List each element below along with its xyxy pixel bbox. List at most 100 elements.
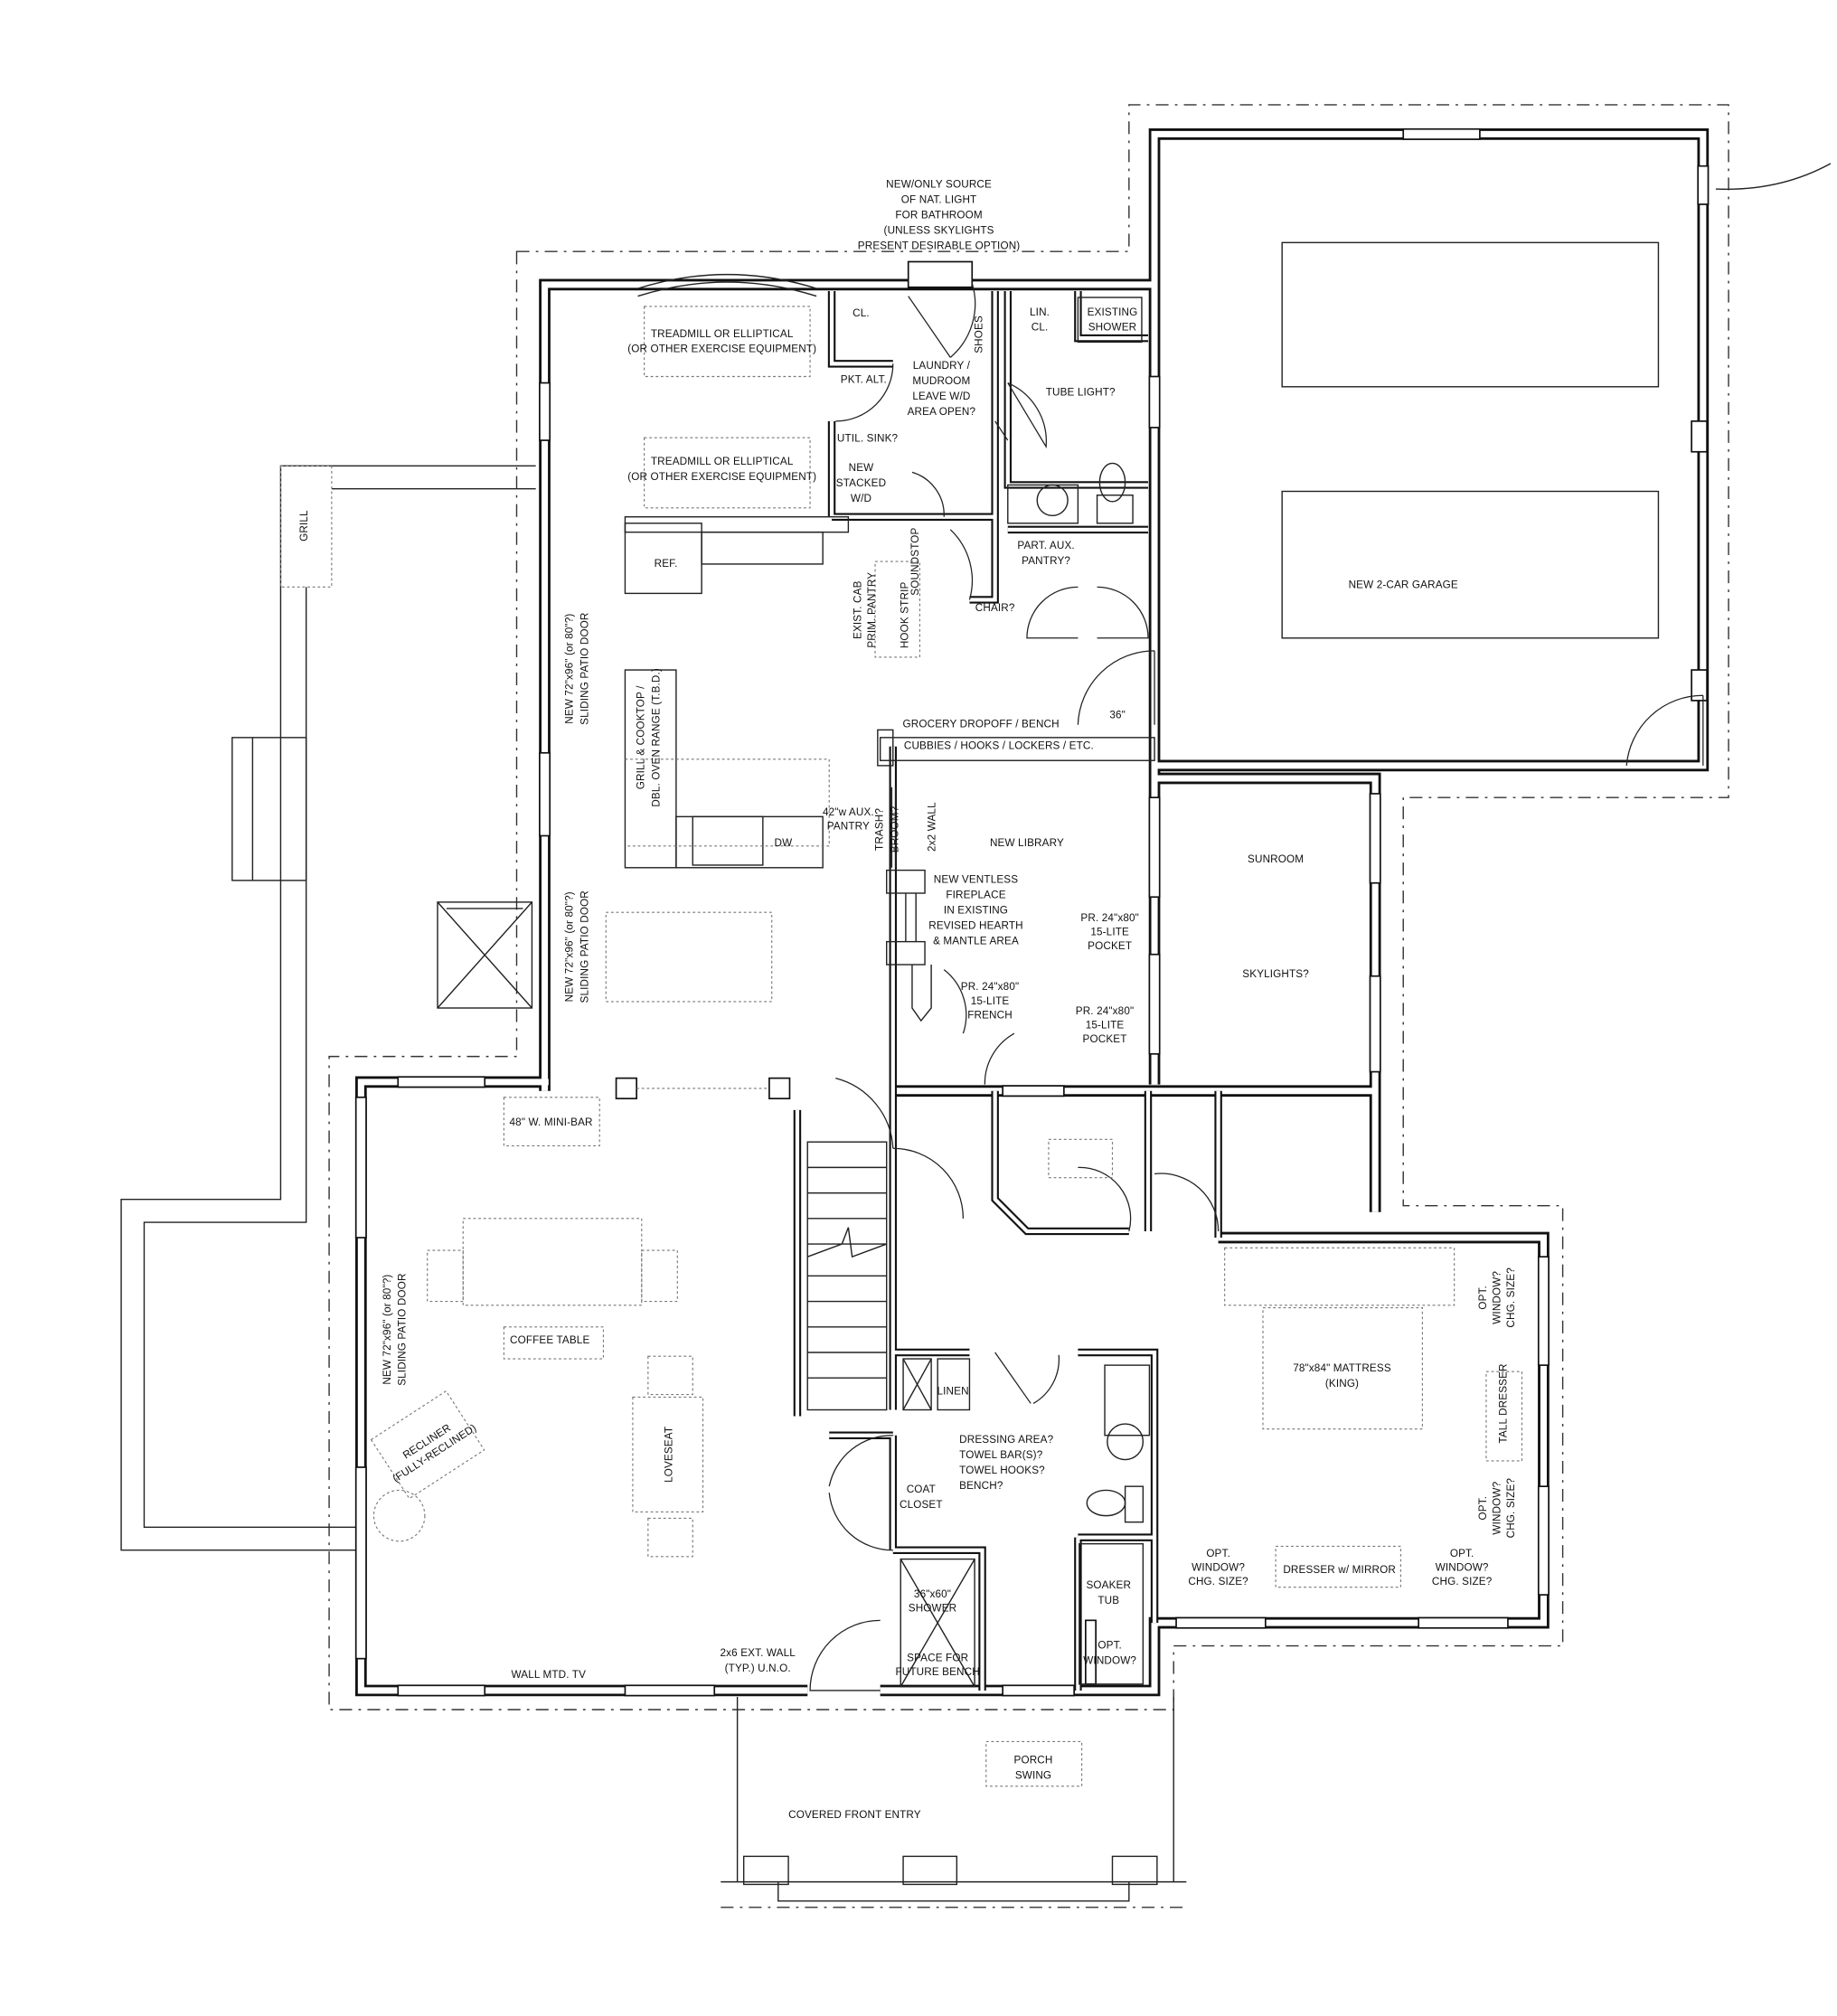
label-line: W/D — [851, 493, 871, 504]
label-opt-window-r1: OPT.WINDOW?CHG. SIZE? — [1477, 1267, 1517, 1328]
label-line: WINDOW? — [1436, 1561, 1489, 1573]
label-line: SPACE FOR — [907, 1652, 968, 1663]
label-line: CUBBIES / HOOKS / LOCKERS / ETC. — [904, 740, 1094, 752]
label-line: SLIDING PATIO DOOR — [579, 890, 591, 1003]
label-future-bench: SPACE FOR FUTURE BENCH — [895, 1652, 979, 1678]
label-line: PR. 24"x80" — [961, 981, 1020, 993]
label-line: COFFEE TABLE — [510, 1334, 589, 1346]
label-line: CL. — [853, 307, 870, 319]
label-line: OPT. — [1206, 1548, 1230, 1559]
label-line: 42"w AUX. — [823, 806, 874, 818]
label-line: BENCH? — [959, 1480, 1003, 1492]
label-line: CHG. SIZE? — [1432, 1576, 1493, 1587]
label-line: NEW — [849, 462, 874, 474]
doors — [809, 283, 1704, 1691]
label-util-sink: UTIL. SINK? — [837, 432, 899, 444]
label-line: (UNLESS SKYLIGHTS — [884, 224, 994, 236]
label-line: SHOWER — [1088, 322, 1137, 334]
label-pkt-alt: PKT. ALT. — [841, 374, 887, 386]
label-line: (OR OTHER EXERCISE EQUIPMENT) — [627, 344, 816, 355]
label-shoes: SHOES — [974, 316, 985, 353]
label-line: OPT. — [1097, 1639, 1122, 1651]
label-line: NEW 72"x96" (or 80"?) — [382, 1275, 393, 1385]
label-line: PR. 24"x80" — [1080, 912, 1139, 924]
label-shower: 36"x60"SHOWER — [909, 1588, 957, 1615]
label-line: DBL. OVEN RANGE (T.B.D.) — [651, 668, 663, 807]
label-line: PRESENT DESIRABLE OPTION) — [858, 240, 1021, 251]
label-skylights: SKYLIGHTS? — [1242, 968, 1309, 980]
furniture — [370, 306, 1523, 1787]
label-line: DRESSER w/ MIRROR — [1283, 1564, 1396, 1576]
label-line: DW — [775, 837, 793, 849]
label-line: DRESSING AREA? — [959, 1434, 1053, 1446]
label-line: SLIDING PATIO DOOR — [397, 1273, 409, 1385]
label-soundstop: SOUNDSTOP — [909, 527, 921, 595]
label-wall-tv: WALL MTD. TV — [512, 1669, 587, 1681]
label-line: REF. — [655, 558, 678, 570]
label-library: NEW LIBRARY — [990, 837, 1064, 849]
label-line: GROCERY DROPOFF / BENCH — [903, 719, 1060, 730]
label-line: OF NAT. LIGHT — [901, 194, 977, 206]
label-line: POCKET — [1088, 940, 1132, 952]
label-line: HOOK STRIP — [900, 582, 911, 649]
label-line: BROOM? — [889, 805, 900, 853]
label-treadmill-1: TREADMILL OR ELLIPTICAL(OR OTHER EXERCIS… — [627, 328, 816, 355]
label-dw: DW — [775, 837, 793, 849]
label-pocket-1: PR. 24"x80" 15-LITE POCKET — [1080, 912, 1139, 952]
label-chair: CHAIR? — [975, 602, 1015, 614]
label-aux-pantry: 42"w AUX.PANTRY — [823, 806, 874, 833]
label-line: FUTURE BENCH — [895, 1666, 979, 1678]
label-coffee-table: COFFEE TABLE — [510, 1334, 589, 1346]
label-front-entry: COVERED FRONT ENTRY — [788, 1809, 921, 1821]
label-opt-window-b2: OPT.WINDOW?CHG. SIZE? — [1432, 1548, 1493, 1587]
label-line: SHOES — [974, 316, 985, 353]
label-cooktop: GRILL & COOKTOP / DBL. OVEN RANGE (T.B.D.… — [636, 668, 663, 807]
label-line: 78"x84" MATTRESS — [1293, 1362, 1391, 1374]
label-line: TREADMILL OR ELLIPTICAL — [651, 456, 794, 467]
label-patio-door-3: NEW 72"x96" (or 80"?) SLIDING PATIO DOOR — [382, 1273, 409, 1385]
label-sunroom: SUNROOM — [1248, 853, 1304, 865]
label-line: REVISED HEARTH — [928, 920, 1023, 932]
label-line: WALL MTD. TV — [512, 1669, 587, 1681]
label-line: PR. 24"x80" — [1076, 1005, 1135, 1017]
label-trash-broom: TRASH?BROOM? — [873, 805, 900, 853]
label-line: GRILL — [298, 510, 310, 542]
label-part-aux-pantry: PART. AUX.PANTRY? — [1017, 540, 1074, 567]
label-patio-door-1: NEW 72"x96" (or 80"?)SLIDING PATIO DOOR — [564, 612, 591, 724]
label-closet: CL. — [853, 307, 870, 319]
label-line: IN EXISTING — [944, 905, 1008, 917]
label-line: FIREPLACE — [946, 890, 1005, 901]
windows — [354, 127, 1710, 1697]
label-line: FOR BATHROOM — [895, 210, 982, 221]
label-line: STACKED — [836, 477, 886, 489]
label-line: LEAVE W/D — [912, 391, 970, 402]
label-line: COAT — [907, 1484, 936, 1495]
label-line: 36"x60" — [914, 1588, 951, 1600]
label-dresser-mirror: DRESSER w/ MIRROR — [1283, 1564, 1396, 1576]
label-line: GRILL & COOKTOP / — [636, 685, 647, 789]
label-line: SOAKER — [1086, 1579, 1131, 1591]
label-recliner: RECLINER(FULLY-RECLINED) — [383, 1410, 479, 1485]
garage-parking — [1281, 241, 1660, 639]
label-line: PORCH — [1014, 1754, 1053, 1766]
label-line: NEW 2-CAR GARAGE — [1349, 579, 1458, 591]
label-line: POCKET — [1083, 1033, 1127, 1045]
porch — [721, 1697, 1187, 1902]
fixtures — [624, 297, 1151, 1688]
label-line: MUDROOM — [912, 375, 970, 387]
label-cubbies: CUBBIES / HOOKS / LOCKERS / ETC. — [904, 740, 1094, 752]
label-grocery: GROCERY DROPOFF / BENCH — [903, 719, 1060, 730]
label-line: & MANTLE AREA — [933, 935, 1019, 947]
label-line: 15-LITE — [1090, 927, 1129, 938]
label-line: FRENCH — [967, 1009, 1013, 1021]
label-garage: NEW 2-CAR GARAGE — [1349, 579, 1458, 591]
label-line: SOUNDSTOP — [909, 527, 921, 595]
